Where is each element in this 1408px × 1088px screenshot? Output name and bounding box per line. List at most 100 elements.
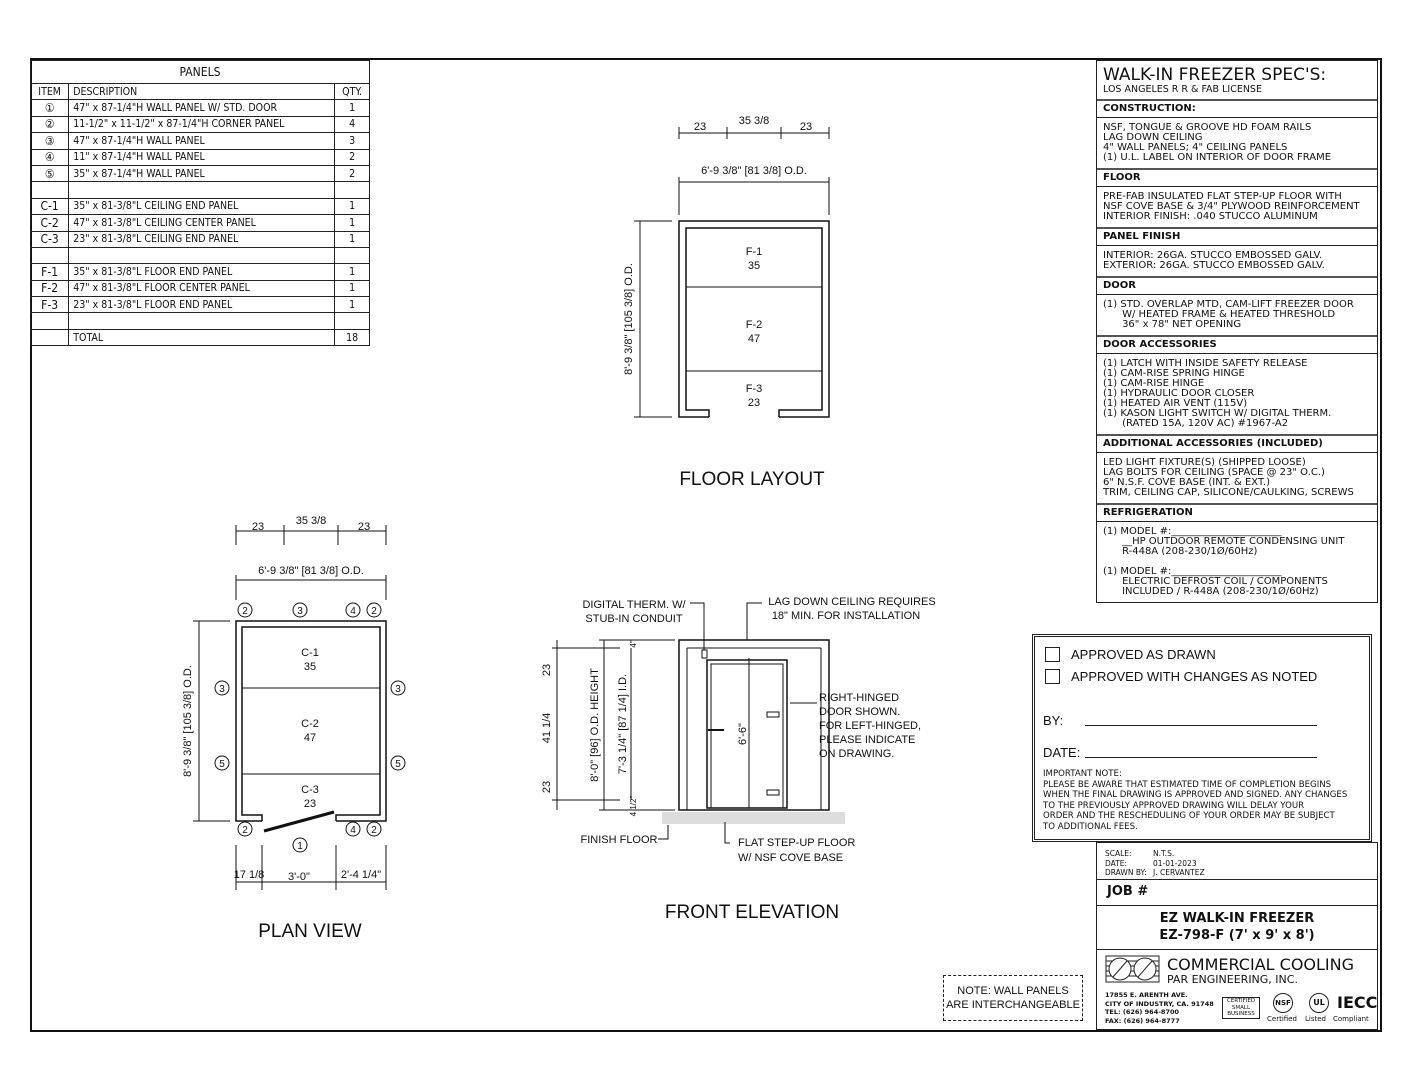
floor-dim-center: 35 3/8 [739,115,770,127]
company-logo [1105,955,1160,983]
title-block: SCALE:N.T.S. DATE:01-01-2023 DRAWN BY:J.… [1096,842,1378,1030]
spec-subtitle: LOS ANGELES R R & FAB LICENSE [1103,84,1262,95]
approved-changes-checkbox[interactable] [1045,669,1060,684]
panel-desc: 35" x 87-1/4"H WALL PANEL [68,164,336,183]
dim-od-height: 8'-0" [96] O.D. HEIGHT [589,668,601,782]
date-label: DATE: [1105,858,1128,868]
callout-hinge: ON DRAWING. [819,748,894,760]
spec-section-heading: REFRIGERATION [1097,503,1377,522]
panel-item: F-2 [29,279,70,298]
approved-changes-label: APPROVED WITH CHANGES AS NOTED [1071,669,1318,684]
callout-hinge: PLEASE INDICATE [819,734,915,746]
address-line: 17855 E. ARENTH AVE. [1105,991,1188,999]
panel-size: 23 [304,798,316,810]
scale-label: SCALE: [1105,849,1132,858]
panel-desc: 11-1/2" x 11-1/2" x 87-1/4"H CORNER PANE… [68,115,336,134]
floor-dim-left: 23 [694,121,706,133]
plan-od-width: 6'-9 3/8" [81 3/8] O.D. [258,565,364,577]
sheet-border [30,58,1382,1032]
callout-ceiling: 18" MIN. FOR INSTALLATION [772,610,920,622]
panel-size: 47 [748,333,760,345]
approved-checkbox[interactable] [1045,647,1060,662]
panel-qty: 1 [334,197,370,216]
spec-section-body: (1) LATCH WITH INSIDE SAFETY RELEASE (1)… [1103,358,1332,429]
date-field[interactable] [1085,757,1317,758]
panel-row [29,246,370,265]
by-field[interactable] [1085,725,1317,726]
note-line: NOTE: WALL PANELS [957,985,1069,997]
panel-size: 35 [748,260,760,272]
callout-ceiling: LAG DOWN CEILING REQUIRES [768,596,935,608]
iecc-logo: IECC [1337,993,1378,1012]
svg-text:3: 3 [395,684,401,695]
plan-dim-bottom-right: 2'-4 1/4" [341,869,381,881]
front-elevation [552,602,845,844]
floor-layout-title: FLOOR LAYOUT [679,469,825,490]
small-business-badge: CERTIFIED SMALL BUSINESS [1222,997,1260,1019]
svg-text:5: 5 [219,759,225,770]
dim-top: 23 [541,664,553,676]
spec-section-heading: CONSTRUCTION: [1097,99,1377,118]
dim-bottom: 23 [541,781,553,793]
company-subname: PAR ENGINEERING, INC. [1167,973,1298,986]
plan-view [193,525,406,890]
note-line: ARE INTERCHANGEABLE [946,999,1080,1011]
panel-desc: 23" x 81-3/8"L CEILING END PANEL [68,230,336,248]
plan-dim-right: 23 [358,521,370,533]
approval-box: APPROVED AS DRAWN APPROVED WITH CHANGES … [1032,634,1372,842]
scale-value: N.T.S. [1153,849,1175,858]
floor-od-width: 6'-9 3/8" [81 3/8] O.D. [701,165,807,177]
panel-size: 23 [748,397,760,409]
callout-floor: W/ NSF COVE BASE [738,852,843,864]
spec-section-body: NSF, TONGUE & GROOVE HD FOAM RAILS LAG D… [1103,122,1332,163]
svg-text:2: 2 [242,825,248,836]
panel-item: ⑤ [29,164,70,183]
panel-item: F-3 [29,296,70,314]
panel-desc: 23" x 81-3/8"L FLOOR END PANEL [68,296,336,314]
panel-qty: 4 [334,115,370,134]
spec-section-body: LED LIGHT FIXTURE(S) (SHIPPED LOOSE) LAG… [1103,457,1354,498]
dim-floor-thickness: 4 1/2" [629,796,638,817]
svg-text:1: 1 [297,841,303,852]
floor-dim-right: 23 [800,121,812,133]
panel-desc: 35" x 81-3/8"L CEILING END PANEL [68,197,336,216]
dim-door-height: 6'-6" [737,723,749,745]
company-name: COMMERCIAL COOLING [1167,955,1354,974]
spec-section-body: (1) MODEL #:______________________ __HP … [1103,526,1345,597]
callout-finish-floor: FINISH FLOOR [580,834,657,846]
phone: TEL: (626) 964-8700 [1105,1008,1180,1016]
plan-view-title: PLAN VIEW [258,921,362,942]
job-number: JOB # [1107,884,1149,899]
svg-text:3: 3 [219,684,225,695]
iecc-caption: Compliant [1333,1015,1369,1023]
panel-desc: TOTAL [68,328,336,347]
plan-dim-bottom-left: 17 1/8 [234,869,265,881]
by-label: BY: [1043,713,1064,728]
spec-sheet: WALK-IN FREEZER SPEC'S: LOS ANGELES R R … [1096,60,1378,603]
callout-hinge: FOR LEFT-HINGED, [819,720,921,732]
date-value: 01-01-2023 [1153,858,1197,868]
spec-section-heading: DOOR ACCESSORIES [1097,335,1377,354]
fax: FAX: (626) 964-8777 [1105,1016,1180,1025]
panel-label: F-3 [746,383,763,395]
panel-row [29,312,370,330]
spec-section-heading: ADDITIONAL ACCESSORIES (INCLUDED) [1097,434,1377,453]
svg-text:2: 2 [371,606,377,617]
spec-section-body: PRE-FAB INSULATED FLAT STEP-UP FLOOR WIT… [1103,191,1360,222]
panel-size: 35 [304,661,316,673]
panel-label: C-1 [301,647,319,659]
callout-hinge: DOOR SHOWN. [819,706,900,718]
dim-id-height: 7'-3 1/4" [87 1/4] I.D. [617,674,629,774]
spec-section-body: (1) STD. OVERLAP MTD, CAM-LIFT FREEZER D… [1103,299,1354,330]
drawing-info: SCALE:N.T.S. DATE:01-01-2023 DRAWN BY:J.… [1105,849,1205,878]
panel-item: C-1 [29,197,70,216]
